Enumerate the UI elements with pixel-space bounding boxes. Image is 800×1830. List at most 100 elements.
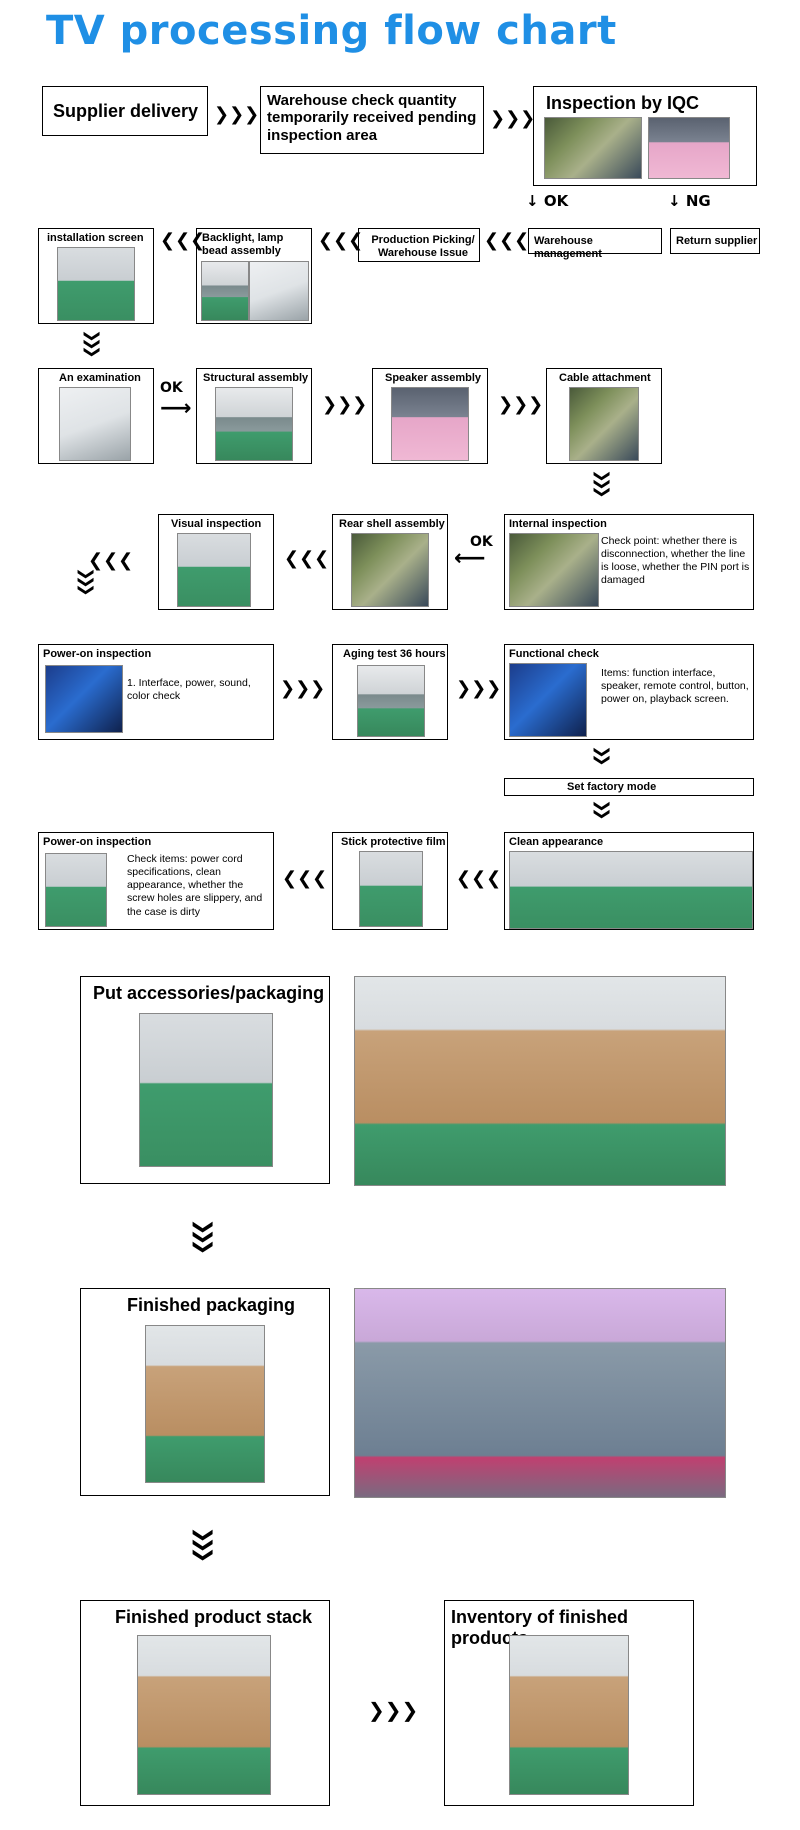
arrow-right-icon: ⟶: [160, 396, 192, 421]
backlight-photo-2: [249, 261, 309, 321]
triple-chevron-down-icon: ❯❯❯: [77, 567, 97, 597]
ng-label: ↓ NG: [668, 192, 711, 210]
step-clean-appearance: Clean appearance: [504, 832, 754, 930]
finished-packaging-large-photo: [354, 1288, 726, 1498]
finished-stack-photo: [137, 1635, 271, 1795]
triple-chevron-down-icon: ❯❯❯: [192, 1218, 217, 1256]
step-finished-packaging: Finished packaging: [80, 1288, 330, 1496]
triple-chevron-left-icon: [318, 232, 363, 250]
step-inventory: Inventory of finished products: [444, 1600, 694, 1806]
step-inspection-iqc: Inspection by IQC: [533, 86, 757, 186]
functional-photo: [509, 663, 587, 737]
ok-label: ↓ OK: [526, 192, 569, 210]
power-on-note-2: Check items: power cord specifications, …: [127, 853, 263, 918]
step-label: Finished packaging: [127, 1295, 296, 1315]
step-label: Put accessories/packaging: [93, 983, 325, 1003]
cable-photo: [569, 387, 639, 461]
step-warehouse-management: Warehouse management: [528, 228, 662, 260]
step-visual-inspection: Visual inspection: [158, 514, 274, 610]
triple-chevron-right-icon: [490, 110, 535, 128]
triple-chevron-left-icon: [484, 232, 529, 250]
triple-chevron-right-icon: [498, 396, 543, 414]
clean-photo: [509, 851, 753, 929]
step-label: Inspection by IQC: [546, 93, 700, 113]
triple-chevron-down-icon: ❯❯❯: [83, 329, 103, 359]
packaging-large-photo: [354, 976, 726, 1186]
step-label: Rear shell assembly: [339, 518, 445, 530]
iqc-photo-1: [544, 117, 642, 179]
step-label: Production Picking/ Warehouse Issue: [371, 234, 475, 259]
inventory-photo: [509, 1635, 629, 1795]
finished-packaging-photo: [145, 1325, 265, 1483]
step-label: Visual inspection: [171, 518, 262, 530]
installation-photo: [57, 247, 135, 321]
triple-chevron-left-icon: [160, 232, 205, 250]
arrow-down-icon: ↓: [668, 192, 681, 210]
power-on-photo-2: [45, 853, 107, 927]
arrow-down-icon: ↓: [526, 192, 539, 210]
page-title: TV processing flow chart: [46, 8, 617, 54]
examination-photo: [59, 387, 131, 461]
triple-chevron-right-icon: [322, 396, 367, 414]
triple-chevron-left-icon: [282, 870, 327, 888]
step-label: Set factory mode: [567, 781, 657, 793]
step-label: Speaker assembly: [385, 372, 482, 384]
rear-shell-photo: [351, 533, 429, 607]
step-an-examination: An examination: [38, 368, 154, 464]
step-power-on-inspection-1: Power-on inspection 1. Interface, power,…: [38, 644, 274, 740]
step-functional-check: Functional check Items: function interfa…: [504, 644, 754, 740]
step-label: An examination: [59, 372, 141, 384]
step-label: Warehouse management: [534, 235, 602, 260]
step-stick-film: Stick protective film: [332, 832, 448, 930]
triple-chevron-left-icon: [284, 550, 329, 568]
visual-photo: [177, 533, 251, 607]
backlight-photo-1: [201, 261, 249, 321]
step-supplier-delivery: Supplier delivery: [42, 86, 208, 136]
step-label: Return supplier: [676, 235, 758, 247]
step-return-supplier: Return supplier: [670, 228, 760, 254]
triple-chevron-right-icon: [456, 680, 501, 698]
step-power-on-inspection-2: Power-on inspection Check items: power c…: [38, 832, 274, 930]
triple-chevron-right-icon: [214, 106, 259, 124]
step-cable-attachment: Cable attachment: [546, 368, 662, 464]
step-label: installation screen: [47, 232, 144, 244]
internal-photo: [509, 533, 599, 607]
step-structural-assembly: Structural assembly: [196, 368, 312, 464]
iqc-photo-2: [648, 117, 730, 179]
step-label: Structural assembly: [203, 372, 309, 384]
step-label: Power-on inspection: [43, 836, 152, 848]
triple-chevron-down-icon: ❯❯: [593, 799, 613, 821]
step-warehouse-check: Warehouse check quantity temporarily rec…: [260, 86, 484, 154]
triple-chevron-down-icon: ❯❯❯: [192, 1526, 217, 1564]
ok-label: OK: [160, 380, 183, 396]
triple-chevron-down-icon: ❯❯❯: [593, 469, 613, 499]
internal-inspection-note: Check point: whether there is disconnect…: [601, 535, 750, 587]
triple-chevron-right-icon: [368, 1700, 418, 1720]
step-rear-shell-assembly: Rear shell assembly: [332, 514, 448, 610]
aging-photo: [357, 665, 425, 737]
triple-chevron-left-icon: [456, 870, 501, 888]
triple-chevron-down-icon: ❯❯: [593, 745, 613, 767]
stick-film-photo: [359, 851, 423, 927]
ok-label: OK: [470, 534, 493, 550]
functional-note: Items: function interface, speaker, remo…: [601, 667, 749, 706]
triple-chevron-right-icon: [280, 680, 325, 698]
step-aging-test: Aging test 36 hours: [332, 644, 448, 740]
step-label: Power-on inspection: [43, 648, 152, 660]
step-internal-inspection: Internal inspection Check point: whether…: [504, 514, 754, 610]
step-label: Warehouse check quantity temporarily rec…: [267, 92, 477, 144]
step-label: Inventory of finished products: [451, 1607, 629, 1648]
step-production-picking: Production Picking/ Warehouse Issue: [358, 228, 480, 262]
step-accessories-packaging: Put accessories/packaging: [80, 976, 330, 1184]
power-on-photo-1: [45, 665, 123, 733]
structural-photo: [215, 387, 293, 461]
step-label: Internal inspection: [509, 518, 607, 530]
step-label: Aging test 36 hours: [343, 648, 446, 660]
step-label: Functional check: [509, 648, 599, 660]
step-backlight: Backlight, lamp bead assembly: [196, 228, 312, 324]
step-label: Supplier delivery: [53, 101, 199, 121]
step-set-factory-mode: Set factory mode: [504, 778, 754, 796]
step-label: Cable attachment: [559, 372, 651, 384]
step-label: Finished product stack: [115, 1607, 313, 1627]
step-label: Backlight, lamp bead assembly: [202, 232, 284, 257]
